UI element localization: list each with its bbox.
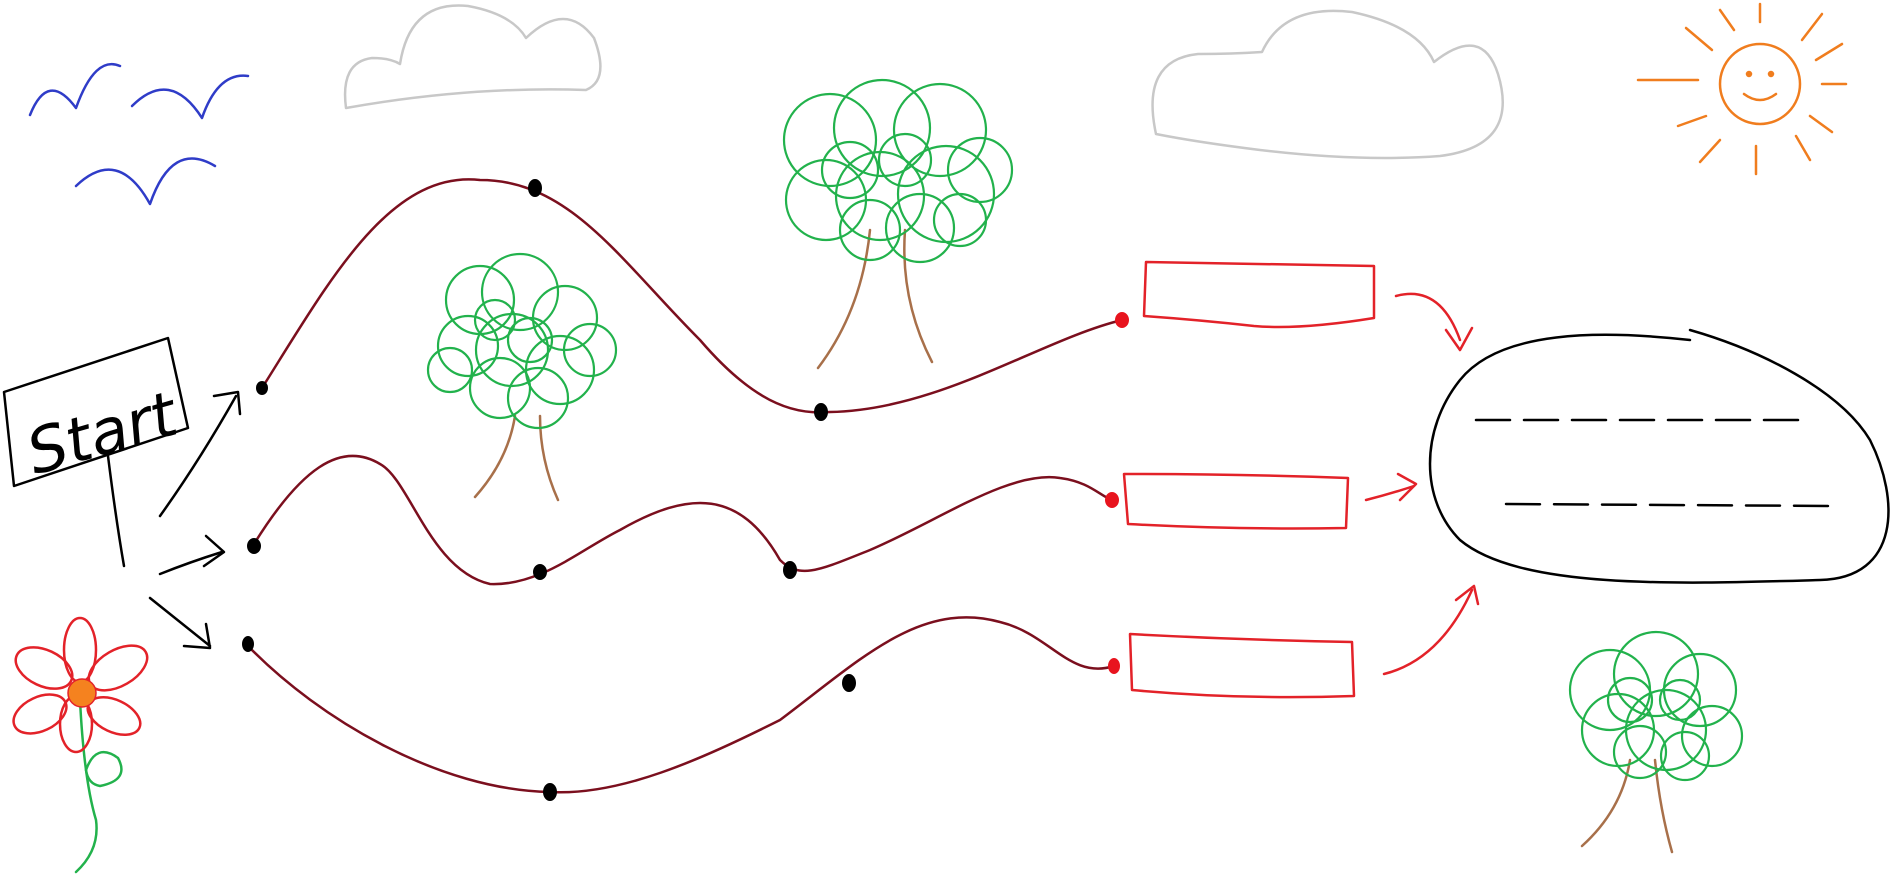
result-box-middle: [1122, 472, 1350, 530]
tree-icon: [1568, 630, 1744, 854]
clouds-decoration: [343, 4, 1504, 160]
cloud-icon: [1151, 9, 1504, 160]
arrow-head-icon: [212, 390, 242, 416]
arrow-head-icon: [1444, 326, 1474, 352]
arrow-middle-to-summary: [1364, 484, 1416, 502]
arrow-to-middle-path: [158, 550, 224, 576]
path-middle: [252, 454, 1114, 586]
arrow-head-icon: [1396, 472, 1418, 502]
bird-icon: [28, 63, 122, 117]
bird-icon: [130, 74, 250, 120]
start-arrows: [148, 390, 242, 650]
flower-icon: [12, 616, 149, 874]
path-end-dot: [1105, 492, 1119, 508]
arrow-top-to-summary: [1394, 292, 1462, 342]
path-start-dot: [242, 636, 254, 652]
milestone-dot: [528, 179, 542, 197]
milestone-dot: [783, 561, 797, 579]
arrow-head-icon: [182, 622, 212, 650]
path-start-dot: [247, 538, 261, 554]
summary-line: [1504, 502, 1838, 508]
result-arrows: [1364, 292, 1480, 676]
arrow-bottom-to-summary: [1382, 588, 1474, 676]
path-end-dot: [1108, 658, 1120, 674]
sign-post: [106, 454, 126, 568]
milestone-dot: [814, 403, 828, 421]
result-boxes: [1122, 260, 1376, 699]
tree-icon: [426, 252, 618, 502]
milestone-dot: [842, 674, 856, 692]
start-sign: Start: [2, 336, 190, 568]
arrow-head-icon: [1454, 584, 1480, 606]
milestone-dot: [543, 783, 557, 801]
sun-icon: [1636, 2, 1848, 176]
arrow-to-top-path: [158, 394, 238, 518]
result-box-top: [1142, 260, 1376, 329]
path-bottom: [246, 616, 1116, 794]
path-start-dot: [256, 381, 268, 395]
path-end-dot: [1115, 312, 1129, 328]
tree-icon: [782, 78, 1014, 370]
milestone-dot: [533, 564, 547, 580]
path-top: [260, 178, 1124, 414]
bird-icon: [74, 157, 217, 206]
summary-blob: [1428, 328, 1890, 584]
result-box-bottom: [1128, 632, 1356, 699]
sign-board: [2, 336, 190, 488]
arrow-head-icon: [202, 534, 226, 568]
arrow-to-bottom-path: [148, 596, 212, 648]
milestones: [242, 179, 1129, 801]
birds-decoration: [28, 63, 250, 206]
journey-paths: [246, 178, 1124, 794]
cloud-icon: [343, 4, 602, 110]
